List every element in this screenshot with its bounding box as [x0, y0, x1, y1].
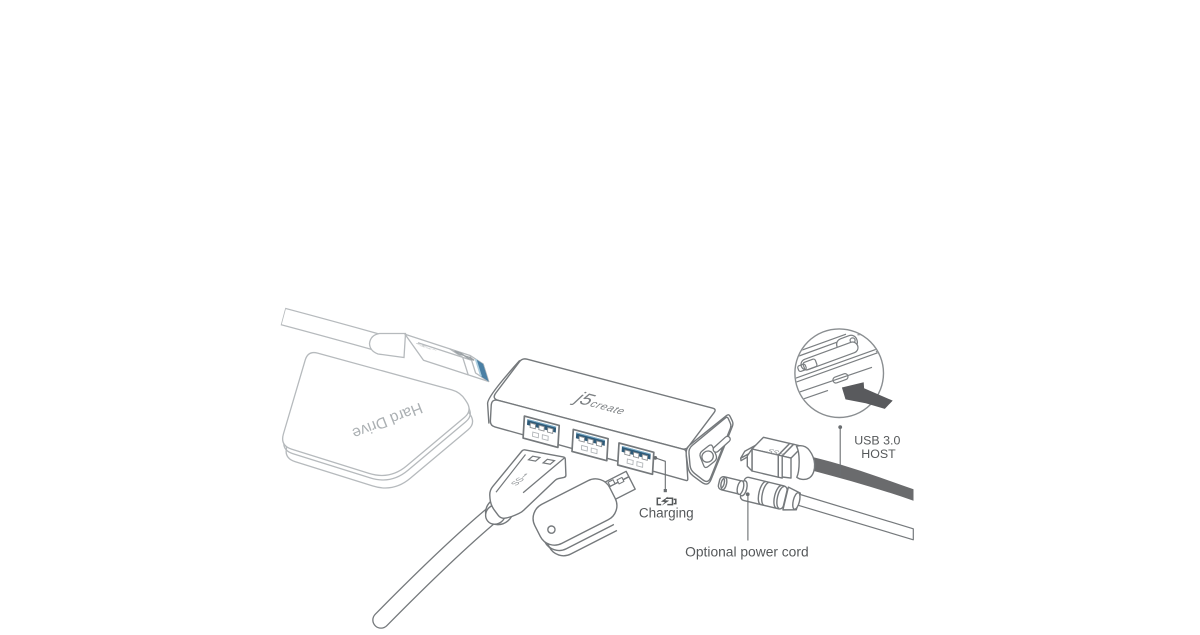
svg-text:Charging: Charging — [639, 506, 694, 521]
svg-text:SS⇀: SS⇀ — [765, 448, 789, 458]
svg-text:USB 3.0: USB 3.0 — [854, 433, 900, 447]
svg-text:HOST: HOST — [861, 447, 896, 461]
svg-text:Optional power cord: Optional power cord — [685, 544, 808, 559]
